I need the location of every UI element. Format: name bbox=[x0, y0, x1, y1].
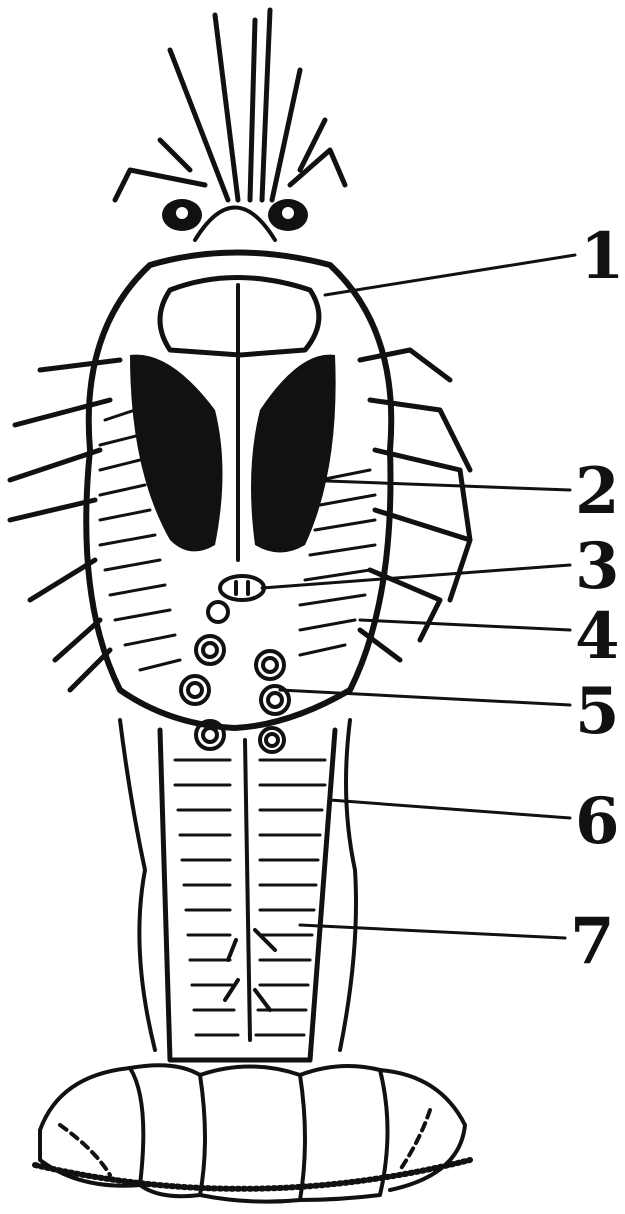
leader-7 bbox=[300, 925, 565, 938]
rostrum bbox=[195, 208, 275, 241]
abdomen-right-edge bbox=[340, 720, 356, 1050]
callout-label-7: 7 bbox=[570, 910, 615, 974]
eyes bbox=[162, 199, 308, 231]
leader-4 bbox=[360, 620, 570, 630]
leader-2 bbox=[300, 480, 570, 490]
leader-1 bbox=[325, 255, 575, 295]
digestive-gland-right bbox=[251, 355, 336, 553]
antennae bbox=[115, 10, 345, 200]
tail-fan bbox=[35, 1065, 470, 1201]
leader-3 bbox=[262, 565, 570, 588]
callout-label-1: 1 bbox=[580, 225, 625, 289]
callout-label-5: 5 bbox=[575, 680, 620, 744]
abdomen-left-edge bbox=[120, 720, 155, 1050]
callout-label-2: 2 bbox=[575, 460, 620, 524]
callout-label-6: 6 bbox=[575, 790, 620, 854]
digestive-gland-left bbox=[130, 355, 223, 552]
callout-label-4: 4 bbox=[575, 605, 620, 669]
heart bbox=[220, 576, 264, 600]
callout-label-3: 3 bbox=[575, 535, 620, 599]
leader-6 bbox=[330, 800, 570, 818]
